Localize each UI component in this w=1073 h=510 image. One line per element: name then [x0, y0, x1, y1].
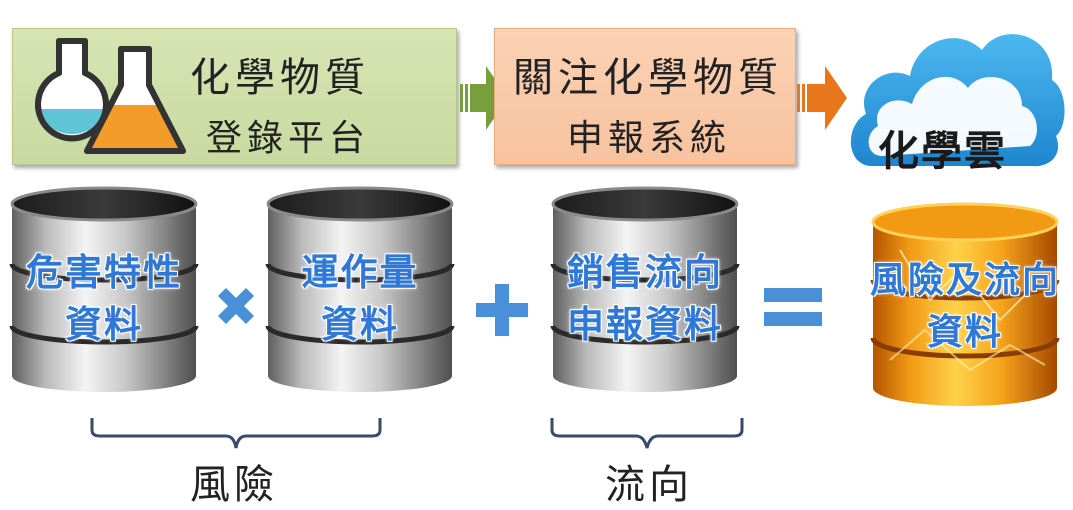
- result-data-line1: 風險及流向: [869, 260, 1060, 301]
- declaration-system-box: 關注化學物質 申報系統: [494, 28, 796, 165]
- platform-title: 化學物質: [190, 55, 370, 101]
- result-database-cylinder: [870, 202, 1060, 406]
- result-data-line2: 資料: [926, 312, 1003, 353]
- sales-data-line2: 申報資料: [567, 303, 723, 346]
- sales-data-line1: 銷售流向: [567, 251, 723, 294]
- risk-bracket: [90, 418, 382, 449]
- hazard-data-label: 危害特性 資料: [12, 247, 196, 351]
- sales-database-cylinder: [550, 186, 740, 392]
- sales-data-label: 銷售流向 申報資料: [548, 247, 742, 351]
- hazard-database-cylinder: [9, 186, 199, 392]
- declaration-subtitle: 申報系統: [567, 118, 732, 159]
- result-data-label: 風險及流向 資料: [850, 255, 1073, 359]
- plus-icon: [476, 284, 528, 336]
- hazard-data-line2: 資料: [65, 303, 143, 346]
- orange-arrow-icon: [797, 66, 847, 130]
- operation-database-cylinder: [265, 186, 455, 392]
- operation-data-label: 運作量 資料: [268, 247, 452, 351]
- cloud-icon: [850, 34, 1065, 167]
- platform-subtitle: 登錄平台: [206, 118, 371, 159]
- flow-label: 流向: [605, 462, 693, 508]
- flow-bracket: [550, 418, 744, 449]
- declaration-title: 關注化學物質: [513, 55, 783, 101]
- chemical-cloud-label: 化學雲: [878, 127, 1007, 175]
- multiply-icon: [218, 288, 254, 324]
- operation-data-line1: 運作量: [301, 251, 419, 294]
- risk-label: 風險: [190, 462, 278, 508]
- operation-data-line2: 資料: [321, 303, 399, 346]
- registration-platform-box: 化學物質 登錄平台: [12, 28, 457, 165]
- hazard-data-line1: 危害特性: [26, 251, 182, 294]
- lab-flask-icon: [35, 38, 186, 154]
- equals-icon: [764, 288, 822, 326]
- database-cylinders: [9, 186, 1060, 406]
